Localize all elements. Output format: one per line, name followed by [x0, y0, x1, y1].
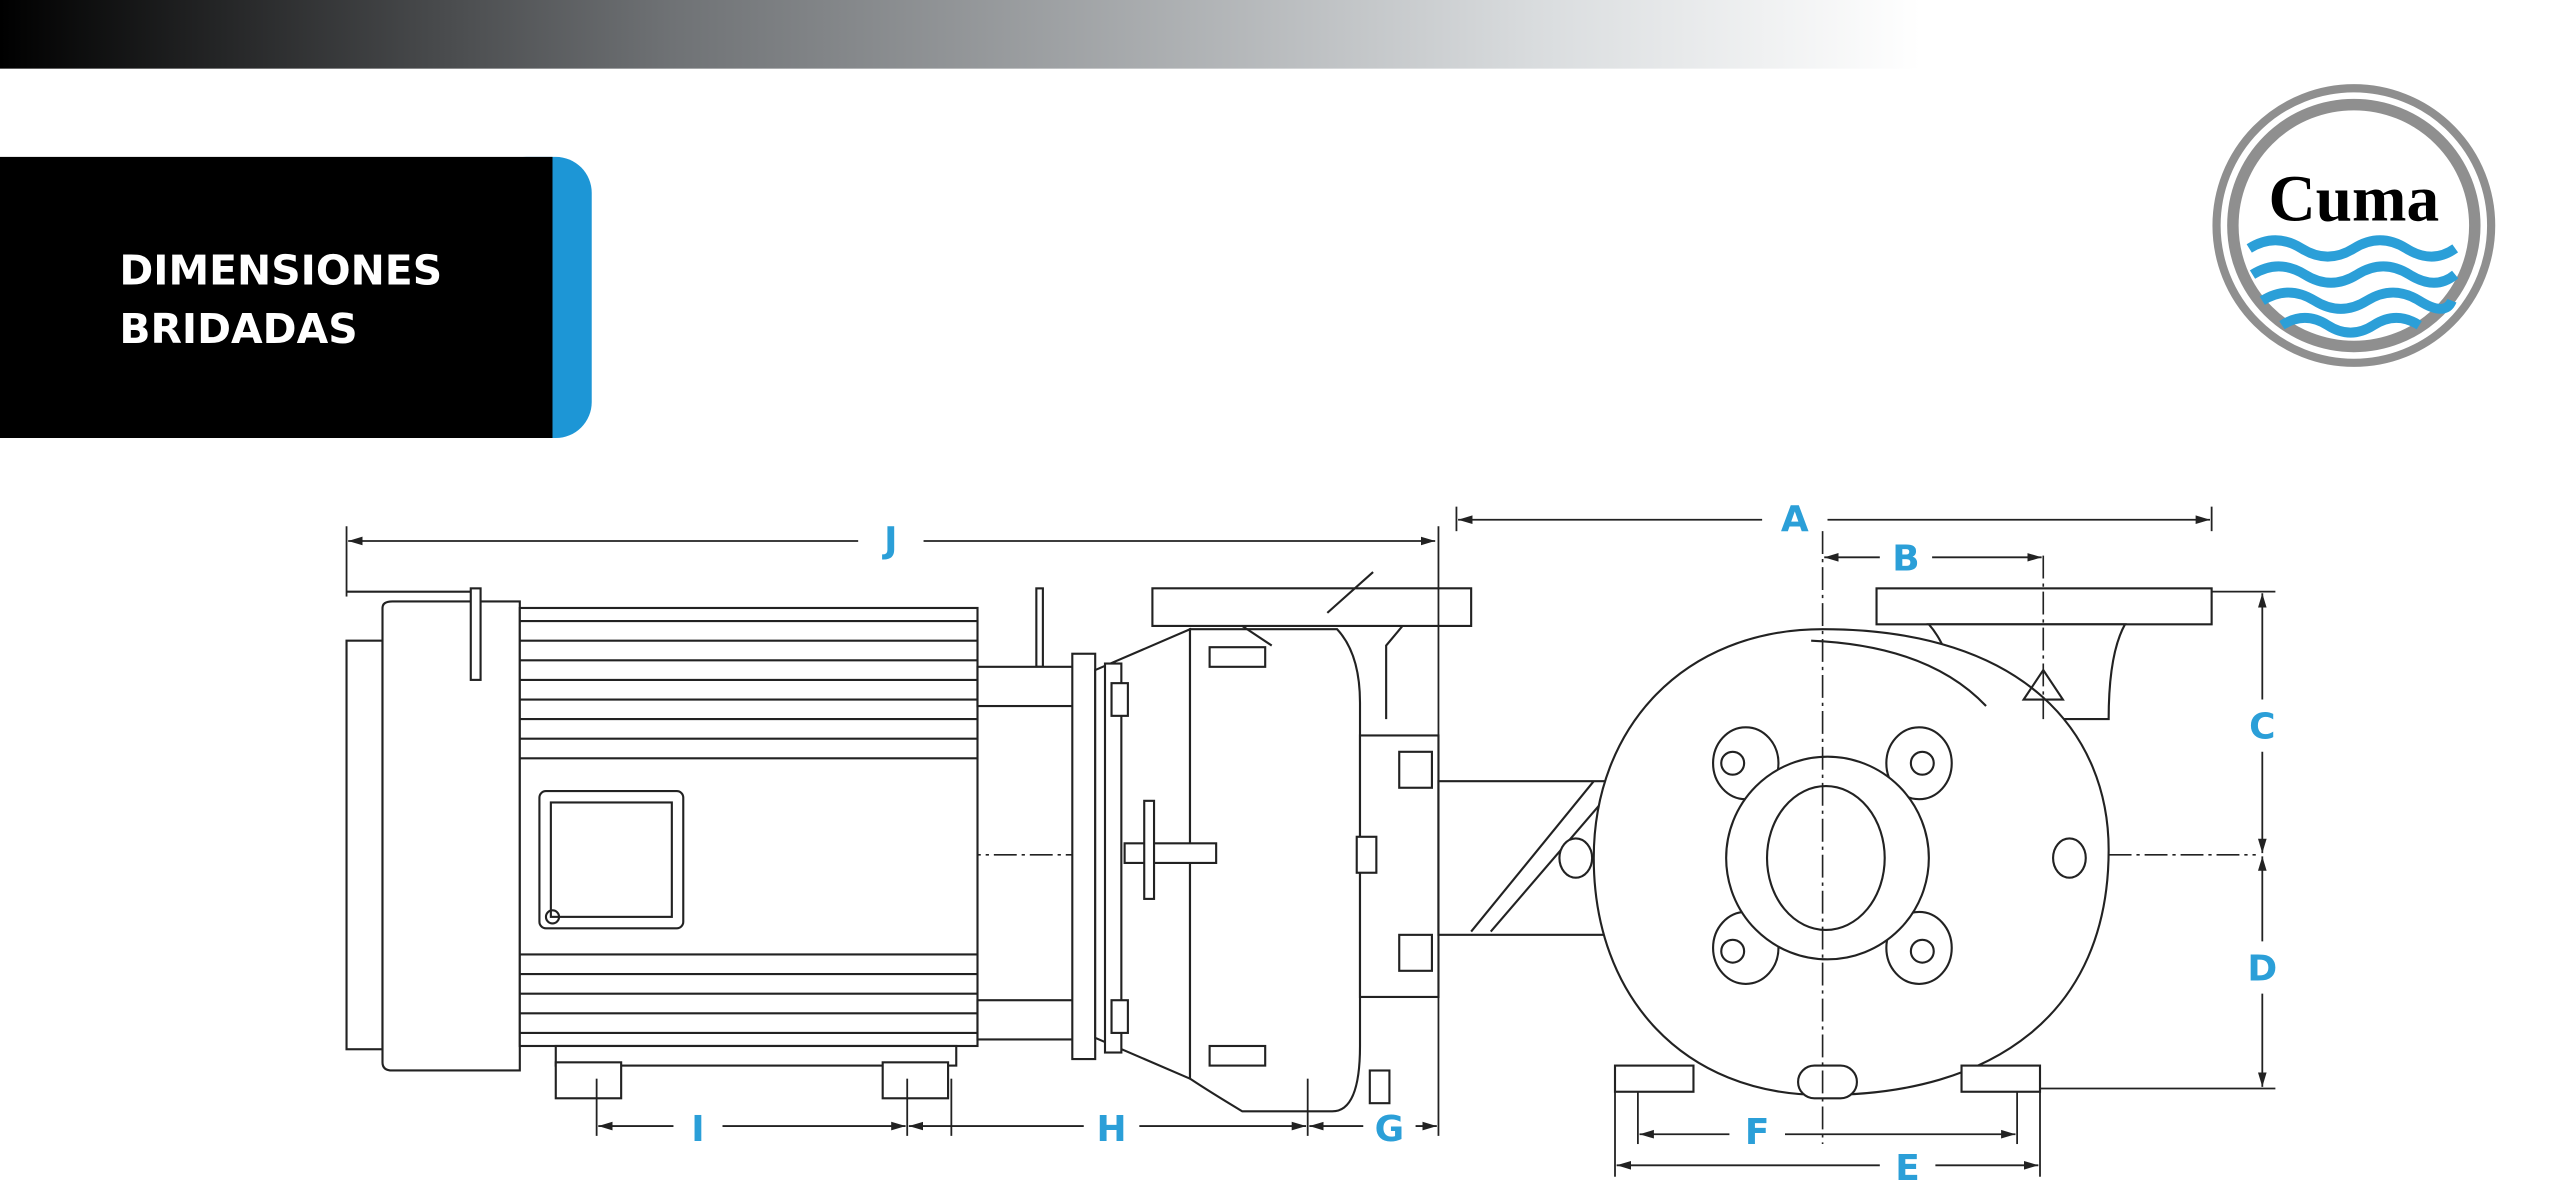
dim-label-d: D	[2247, 949, 2277, 990]
dim-label-c: C	[2249, 707, 2275, 748]
dim-label-b: B	[1892, 538, 1919, 579]
waves-icon	[2246, 235, 2459, 338]
motor-side-view	[345, 587, 1077, 1100]
title-panel: DIMENSIONES BRIDADAS	[0, 156, 592, 439]
title-line-1: DIMENSIONES	[119, 246, 442, 294]
logo-text: Cuma	[2268, 164, 2439, 236]
dim-label-i: I	[691, 1109, 704, 1150]
dim-label-g: G	[1375, 1109, 1405, 1150]
dim-label-e: E	[1895, 1148, 1920, 1180]
pump-front-view	[1437, 531, 2213, 1145]
dim-label-j: J	[881, 520, 897, 561]
dim-label-a: A	[1781, 499, 1809, 540]
suction-flange	[1712, 726, 1953, 985]
dimension-lines	[345, 506, 2276, 1177]
dim-label-f: F	[1745, 1112, 1770, 1153]
pump-side-view	[1071, 571, 1473, 1113]
top-gradient-bar	[0, 0, 1921, 69]
cuma-logo: Cuma	[2212, 84, 2496, 367]
title-line-2: BRIDADAS	[119, 305, 357, 353]
dim-label-h: H	[1096, 1109, 1126, 1150]
